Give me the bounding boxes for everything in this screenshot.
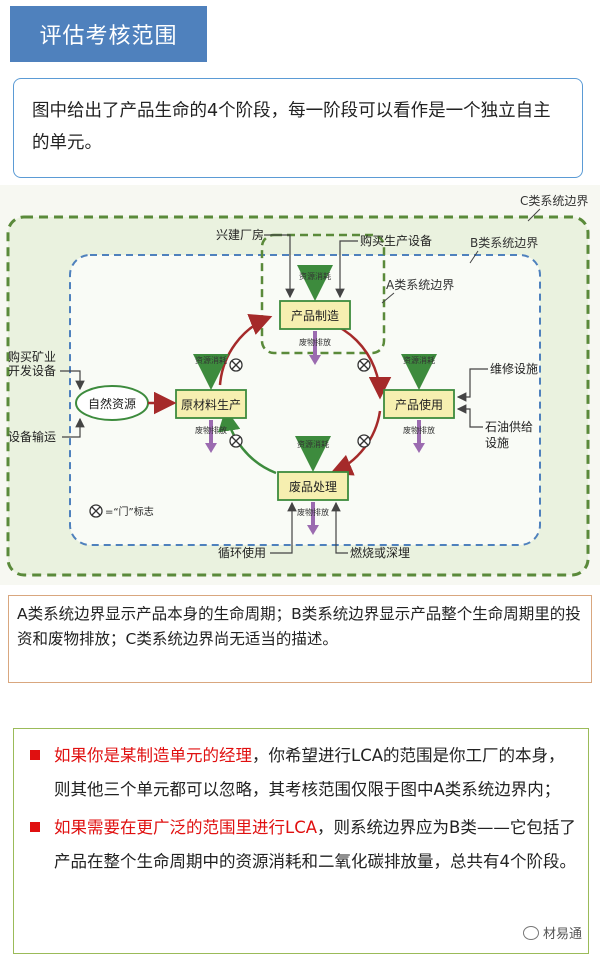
bullet-text: ，则系统边界应为B类——它包括了产品在整个生命周期中的资源消耗和二氧化碳排放量，… [54, 818, 576, 871]
list-item: 如果你是某制造单元的经理，你希望进行LCA的范围是你工厂的本身，则其他三个单元都… [28, 739, 576, 807]
list-item: 如果需要在更广泛的范围里进行LCA，则系统边界应为B类——它包括了产品在整个生命… [28, 811, 576, 879]
gate-legend-text: =“门”标志 [105, 505, 154, 518]
use-resource-label: 资源消耗 [403, 355, 435, 365]
input-burn: 燃烧或深埋 [350, 545, 410, 560]
bullet-emphasis: 如果你是某制造单元的经理 [54, 746, 252, 765]
boundary-b-frame [69, 254, 541, 546]
node-waste: 废品处理 [289, 479, 337, 494]
gate-icon [229, 358, 371, 448]
bullet-text: ，你希望进行LCA的范围是你工厂的本身，则其他三个单元都可以忽略，其考核范围仅限… [54, 746, 565, 799]
input-equipment: 购买生产设备 [360, 233, 432, 248]
mfg-emission-label: 废物排放 [299, 337, 331, 347]
node-use-box [383, 389, 455, 419]
watermark: 材易通 [522, 923, 582, 942]
bullet-square-icon [30, 822, 40, 832]
waste-emission-label: 废物排放 [297, 507, 329, 517]
boundary-c-label: C类系统边界 [520, 194, 588, 208]
boundary-a-label: A类系统边界 [386, 278, 454, 292]
node-waste-box [277, 471, 349, 501]
input-recycle: 循环使用 [218, 545, 266, 560]
wechat-icon [522, 925, 539, 940]
intro-callout: 图中给出了产品生命的4个阶段，每一阶段可以看作是一个独立自主的单元。 [13, 78, 583, 178]
node-use: 产品使用 [395, 397, 443, 412]
input-factory: 兴建厂房 [216, 227, 264, 242]
input-transport: 设备输运 [8, 429, 56, 444]
bullet-square-icon [30, 750, 40, 760]
raw-emission-label: 废物排放 [195, 425, 227, 435]
waste-resource-label: 资源消耗 [297, 439, 329, 449]
node-mfg: 产品制造 [291, 309, 339, 323]
boundary-b-label: B类系统边界 [470, 236, 538, 250]
intro-text: 图中给出了产品生命的4个阶段，每一阶段可以看作是一个独立自主的单元。 [32, 101, 551, 153]
watermark-text: 材易通 [542, 927, 582, 942]
bullet-emphasis: 如果需要在更广泛的范围里进行LCA [54, 818, 318, 837]
boundary-note-text: A类系统边界显示产品本身的生命周期；B类系统边界显示产品整个生命周期里的投资和废… [17, 605, 581, 648]
node-nature: 自然资源 [88, 396, 136, 411]
node-mfg-box [279, 300, 351, 330]
input-mining-1: 购买矿业 [8, 349, 56, 364]
input-mining-2: 开发设备 [8, 363, 56, 378]
input-oil-2: 设施 [485, 436, 509, 450]
use-emission-label: 废物排放 [403, 425, 435, 435]
mfg-resource-label: 资源消耗 [299, 271, 331, 281]
boundary-a-frame [260, 233, 386, 355]
section-title: 评估考核范围 [10, 6, 207, 62]
lca-boundary-diagram: C类系统边界 B类系统边界 A类系统边界 自然资源 原材料生产 产品制造 产品使 [0, 185, 600, 585]
raw-resource-label: 资源消耗 [195, 355, 227, 365]
input-oil-1: 石油供给 [485, 420, 533, 434]
input-maintenance: 维修设施 [490, 361, 538, 376]
node-raw: 原材料生产 [181, 398, 241, 412]
guidance-list: 如果你是某制造单元的经理，你希望进行LCA的范围是你工厂的本身，则其他三个单元都… [13, 728, 589, 954]
boundary-note: A类系统边界显示产品本身的生命周期；B类系统边界显示产品整个生命周期里的投资和废… [8, 595, 592, 683]
gate-legend-icon [89, 504, 103, 518]
